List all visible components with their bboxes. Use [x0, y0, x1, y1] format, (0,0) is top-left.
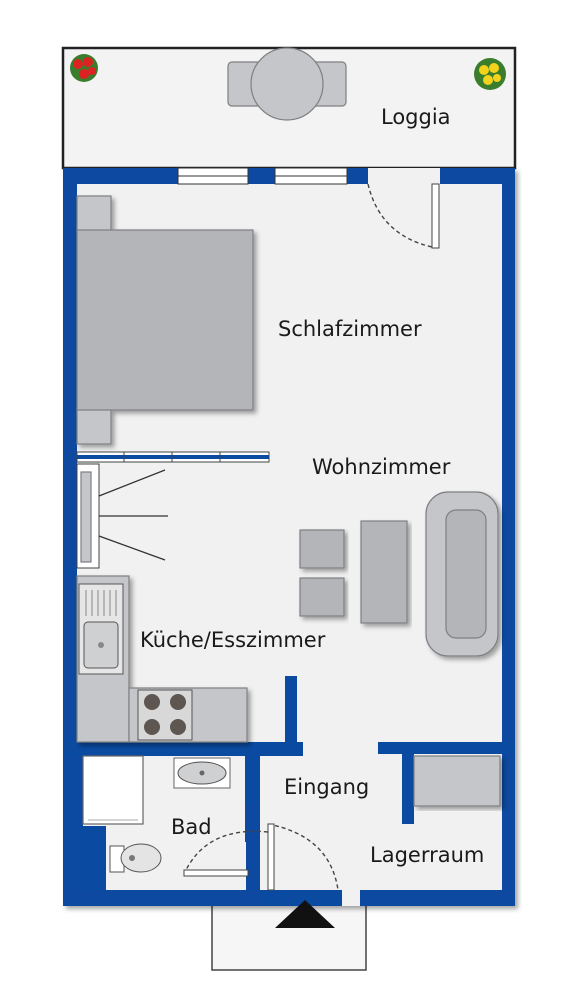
label-schlafzimmer: Schlafzimmer: [278, 317, 422, 341]
balcony-door: [367, 168, 440, 249]
storage-shelf: [413, 755, 501, 807]
kitchen-sink: [78, 583, 124, 675]
plant-icon: [70, 54, 98, 82]
sofa: [425, 491, 499, 657]
toilet: [109, 843, 162, 873]
plant-icon: [474, 58, 506, 90]
coffee-table: [360, 520, 408, 624]
bathroom-door: [183, 830, 269, 877]
window-right: [274, 167, 348, 185]
label-eingang: Eingang: [284, 775, 369, 799]
bed: [76, 195, 254, 445]
label-lagerraum: Lagerraum: [370, 843, 484, 867]
shower: [82, 755, 144, 825]
label-wohnzimmer: Wohnzimmer: [312, 455, 451, 479]
window-left: [177, 167, 249, 185]
label-loggia: Loggia: [381, 105, 451, 129]
stove: [137, 689, 193, 741]
washbasin: [173, 757, 231, 789]
label-bad: Bad: [171, 815, 212, 839]
entrance-arrow-icon: [275, 900, 335, 928]
wardrobe: [76, 451, 270, 569]
loggia-table-set: [227, 47, 347, 121]
interior-walls: [63, 676, 515, 906]
dining-table: [299, 529, 345, 617]
entrance-landing: [211, 899, 367, 971]
entrance-door: [267, 823, 339, 891]
label-kueche: Küche/Esszimmer: [140, 628, 326, 652]
